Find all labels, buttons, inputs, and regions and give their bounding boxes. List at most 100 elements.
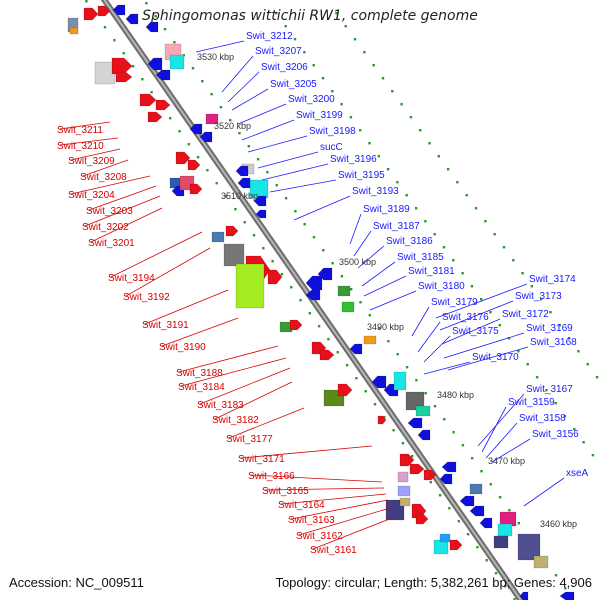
gc-dot bbox=[502, 246, 506, 249]
leader-line-right bbox=[477, 393, 525, 447]
gene-feature bbox=[363, 335, 377, 345]
gc-dot bbox=[293, 38, 297, 41]
gc-dot bbox=[484, 220, 487, 223]
gc-dot bbox=[494, 572, 498, 575]
leader-line-left bbox=[199, 367, 291, 405]
gene-feature bbox=[497, 523, 513, 537]
gc-dot bbox=[526, 363, 529, 366]
gc-dot bbox=[517, 350, 520, 353]
gc-dot bbox=[438, 494, 442, 497]
gene-label-right: Swit_3212 bbox=[246, 31, 293, 42]
gene-feature bbox=[399, 453, 415, 467]
gc-dot bbox=[303, 51, 306, 54]
gc-dot bbox=[498, 496, 502, 499]
gene-label-left: Swit_3190 bbox=[159, 342, 206, 353]
gene-feature bbox=[205, 113, 219, 125]
leader-line-left bbox=[240, 445, 373, 459]
leader-line-right bbox=[441, 318, 501, 345]
gene-feature bbox=[479, 517, 493, 529]
gc-dot bbox=[489, 483, 492, 486]
leader-line-right bbox=[349, 213, 362, 245]
gc-dot bbox=[312, 236, 316, 239]
gc-dot bbox=[383, 416, 386, 419]
gene-feature bbox=[267, 269, 283, 285]
gc-dot bbox=[252, 234, 256, 237]
gc-dot bbox=[131, 65, 135, 68]
gc-dot bbox=[396, 181, 399, 184]
gc-dot bbox=[549, 311, 552, 314]
gc-dot bbox=[359, 301, 362, 304]
gene-feature bbox=[407, 417, 423, 429]
gc-dot bbox=[392, 429, 395, 432]
gc-dot bbox=[452, 431, 455, 434]
leader-line-left bbox=[110, 231, 203, 278]
gc-dot bbox=[448, 507, 451, 510]
gene-feature bbox=[385, 499, 405, 521]
gene-feature bbox=[223, 243, 245, 267]
gc-dot bbox=[256, 158, 260, 161]
leader-line-right bbox=[195, 40, 245, 53]
gene-feature bbox=[115, 71, 133, 83]
gene-feature bbox=[459, 495, 475, 507]
gene-label-right: Swit_3179 bbox=[431, 297, 478, 308]
gene-feature bbox=[397, 471, 409, 483]
gene-label-left: Swit_3161 bbox=[310, 545, 357, 556]
gene-label-right: Swit_3186 bbox=[386, 236, 433, 247]
leader-line-left bbox=[144, 289, 229, 325]
gc-dot bbox=[564, 587, 567, 590]
leader-line-left bbox=[264, 487, 385, 491]
gc-dot bbox=[299, 299, 302, 302]
gc-dot bbox=[103, 26, 107, 29]
gc-dot bbox=[558, 324, 561, 327]
gc-dot bbox=[113, 39, 116, 42]
gene-feature bbox=[377, 415, 387, 425]
gene-feature bbox=[235, 263, 265, 309]
scale-label: 3530 kbp bbox=[197, 52, 234, 62]
leader-line-left bbox=[298, 507, 391, 536]
gc-dot bbox=[409, 116, 413, 119]
gc-dot bbox=[154, 15, 157, 18]
gc-dot bbox=[312, 64, 315, 67]
gene-label-left: Swit_3191 bbox=[142, 320, 189, 331]
gene-feature bbox=[393, 371, 407, 391]
gc-dot bbox=[266, 171, 269, 174]
gc-dot bbox=[457, 520, 460, 523]
gene-label-right: Swit_3181 bbox=[408, 266, 455, 277]
gc-dot bbox=[345, 364, 349, 367]
map-title: Sphingomonas wittichii RW1, complete gen… bbox=[142, 8, 478, 24]
gc-dot bbox=[363, 51, 366, 54]
gene-label-left: Swit_3162 bbox=[296, 531, 343, 542]
gene-feature bbox=[493, 535, 509, 549]
gene-feature bbox=[305, 275, 323, 291]
gc-dot bbox=[308, 312, 311, 315]
gene-label-right: Swit_3180 bbox=[418, 281, 465, 292]
gc-dot bbox=[437, 155, 440, 158]
gc-dot bbox=[470, 285, 474, 288]
gene-label-right: Swit_3195 bbox=[338, 170, 385, 181]
gc-dot bbox=[219, 106, 223, 109]
gene-feature bbox=[112, 4, 126, 16]
gene-feature bbox=[235, 165, 249, 177]
gc-dot bbox=[238, 132, 241, 135]
leader-line-right bbox=[423, 335, 451, 363]
leader-line-left bbox=[84, 195, 161, 227]
gc-dot bbox=[206, 169, 209, 172]
gene-labels: Swit_3211Swit_3210Swit_3209Swit_3208Swit… bbox=[57, 31, 589, 556]
gc-dot bbox=[234, 208, 237, 211]
gc-dot bbox=[513, 598, 516, 601]
leader-line-left bbox=[178, 345, 279, 373]
gc-dot bbox=[424, 220, 427, 223]
gene-label-right: Swit_3196 bbox=[330, 154, 377, 165]
leader-line-left bbox=[280, 493, 387, 505]
gc-dot bbox=[290, 286, 293, 289]
gene-label-right: sucC bbox=[320, 142, 343, 153]
gc-dot bbox=[540, 298, 543, 301]
gene-label-right: Swit_3199 bbox=[296, 110, 343, 121]
gc-dot bbox=[340, 275, 344, 278]
leader-line-right bbox=[237, 103, 287, 125]
gene-feature bbox=[147, 111, 163, 123]
gene-feature bbox=[439, 533, 451, 543]
gene-feature bbox=[189, 183, 203, 195]
gene-label-left: Swit_3184 bbox=[178, 382, 225, 393]
